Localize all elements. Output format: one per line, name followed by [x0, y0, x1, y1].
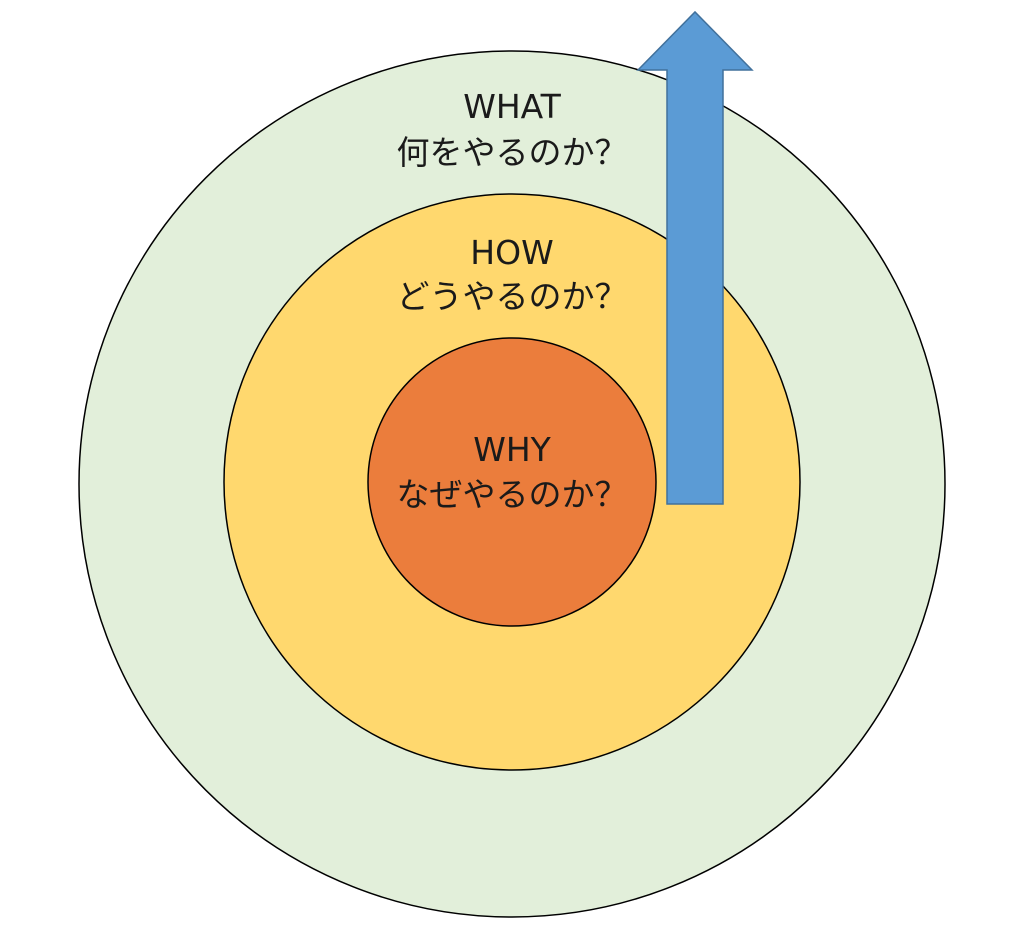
how-subtitle: どうやるのか？ [397, 277, 628, 316]
what-title: WHAT [463, 87, 561, 126]
why-circle [367, 337, 657, 627]
why-title: WHY [473, 430, 551, 469]
why-subtitle: なぜやるのか？ [397, 475, 628, 514]
how-title: HOW [470, 233, 553, 272]
up-arrow-icon [636, 10, 754, 505]
what-subtitle: 何をやるのか？ [397, 133, 628, 172]
